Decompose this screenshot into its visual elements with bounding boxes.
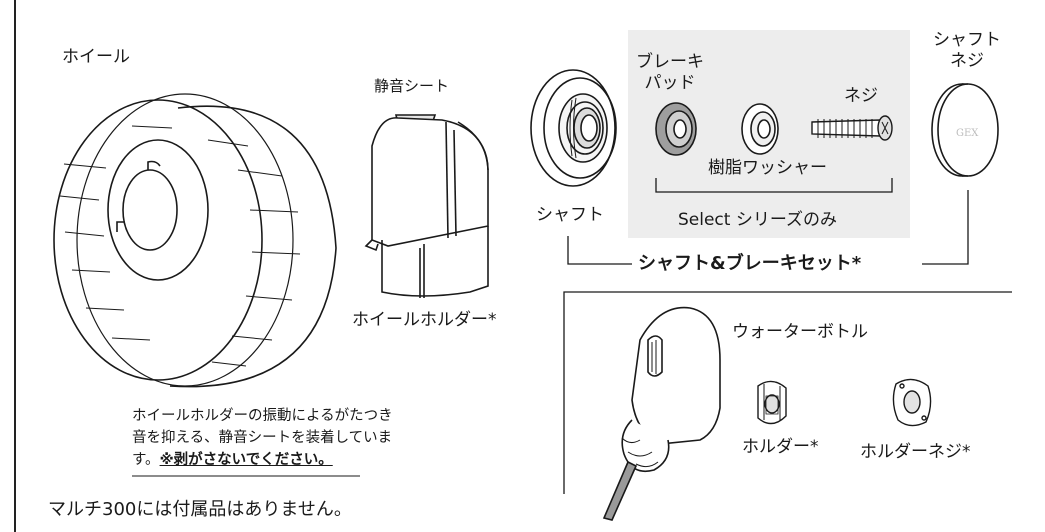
gex-logo: GEX [956, 128, 979, 139]
holder-screw-drawing [892, 378, 932, 427]
shaft-screw-label-line2: ネジ [950, 51, 984, 71]
note-line-2: 音を抑える、静音シートを装着していま [132, 430, 393, 446]
holder-screw-label: ホルダーネジ* [860, 442, 971, 462]
silent-sheet-note: ホイールホルダーの振動によるがたつき 音を抑える、静音シートを装着していま す。… [132, 405, 462, 471]
silent-sheet-label: 静音シート [374, 77, 450, 95]
footer-note: マルチ300には付属品はありません。 [48, 499, 352, 520]
resin-washer-label: 樹脂ワッシャー [708, 158, 827, 178]
shaft-screw-label-line1: シャフト [933, 30, 1001, 50]
screw-drawing [811, 115, 893, 141]
note-line-3-prefix: す。 [132, 452, 160, 468]
wheel-drawing [53, 93, 337, 388]
shaft-brake-set-label: シャフト&ブレーキセット* [638, 253, 862, 274]
brake-pad-label-line2: パッド [644, 73, 696, 93]
shaft-brake-bracket [567, 190, 969, 265]
select-bracket [655, 178, 893, 193]
screw-label: ネジ [844, 86, 878, 106]
water-bottle-drawing [602, 306, 721, 521]
holder-label: ホルダー* [742, 437, 819, 457]
wheel-holder-label: ホイールホルダー* [352, 310, 497, 330]
water-bottle-label: ウォーターボトル [732, 322, 868, 342]
brake-pad-drawing [655, 102, 697, 156]
note-warning: ※剥がさないでください。 [159, 452, 333, 468]
brake-pad-label-line1: ブレーキ [636, 52, 704, 72]
bottle-section-frame [563, 291, 1012, 494]
shaft-label: シャフト [536, 205, 604, 225]
wheel-label: ホイール [62, 47, 130, 67]
holder-drawing [757, 380, 787, 425]
wheel-holder-drawing [364, 114, 489, 298]
note-line-3: す。※剥がさないでください。 [132, 449, 462, 471]
select-series-label: Select シリーズのみ [678, 210, 837, 230]
shaft-drawing [530, 69, 617, 187]
shaft-screw-drawing [931, 83, 999, 177]
note-line-1: ホイールホルダーの振動によるがたつき [132, 408, 393, 424]
resin-washer-drawing [741, 103, 779, 155]
page-left-border [14, 0, 16, 532]
